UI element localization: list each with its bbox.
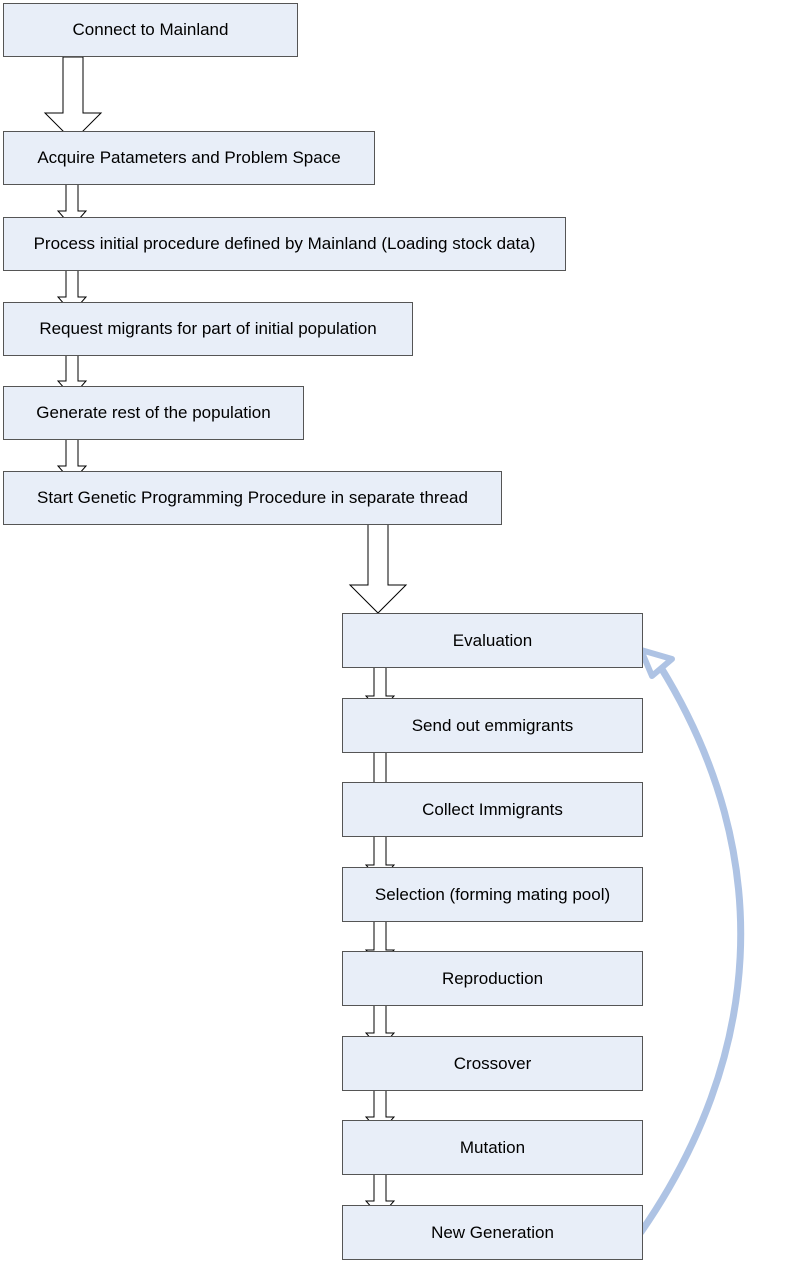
step-mutation: Mutation	[342, 1120, 643, 1175]
step-label: Selection (forming mating pool)	[374, 884, 611, 904]
step-label: Start Genetic Programming Procedure in s…	[37, 488, 468, 507]
step-label: Connect to Mainland	[72, 20, 229, 39]
step-label: Crossover	[453, 1053, 532, 1073]
flow-arrow	[43, 56, 103, 142]
step-label: Generate rest of the population	[36, 403, 271, 422]
step-process-initial-procedure: Process initial procedure defined by Mai…	[3, 217, 566, 271]
step-label: Collect Immigrants	[422, 799, 563, 819]
step-evaluation: Evaluation	[342, 613, 643, 668]
step-crossover: Crossover	[342, 1036, 643, 1091]
step-selection: Selection (forming mating pool)	[342, 867, 643, 922]
step-label: New Generation	[431, 1222, 554, 1242]
step-reproduction: Reproduction	[342, 951, 643, 1006]
step-label: Send out emmigrants	[411, 715, 574, 735]
flow-arrow	[348, 518, 408, 614]
loop-arrowhead	[638, 647, 675, 679]
step-generate-population: Generate rest of the population	[3, 386, 304, 440]
step-label: Request migrants for part of initial pop…	[39, 319, 377, 338]
step-connect-to-mainland: Connect to Mainland	[3, 3, 298, 57]
loop-back-arrow	[637, 662, 745, 1236]
step-new-generation: New Generation	[342, 1205, 643, 1260]
step-label: Process initial procedure defined by Mai…	[33, 234, 536, 253]
step-start-gp-procedure: Start Genetic Programming Procedure in s…	[3, 471, 502, 525]
step-label: Evaluation	[452, 630, 533, 650]
step-label: Mutation	[459, 1137, 526, 1157]
step-label: Reproduction	[441, 968, 544, 988]
step-acquire-parameters: Acquire Patameters and Problem Space	[3, 131, 375, 185]
step-label: Acquire Patameters and Problem Space	[37, 148, 341, 167]
step-collect-immigrants: Collect Immigrants	[342, 782, 643, 837]
step-request-migrants: Request migrants for part of initial pop…	[3, 302, 413, 356]
step-send-emmigrants: Send out emmigrants	[342, 698, 643, 753]
